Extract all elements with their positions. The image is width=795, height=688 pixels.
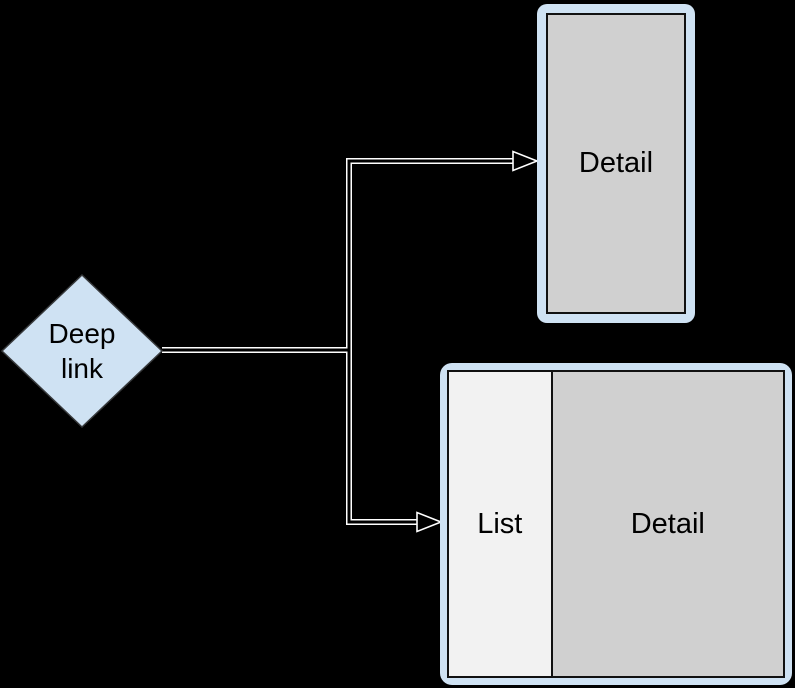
tablet-screen: List Detail <box>447 370 785 678</box>
node-phone-detail-screen: Detail <box>537 4 695 323</box>
node-deep-link: Deep link <box>0 273 164 429</box>
deep-link-label: Deep link <box>0 273 164 429</box>
node-tablet-list-detail-screen: List Detail <box>440 363 792 685</box>
phone-detail-label: Detail <box>578 147 654 179</box>
tablet-detail-pane: Detail <box>552 372 783 676</box>
deep-link-label-text: Deep link <box>48 318 116 384</box>
tablet-list-label: List <box>477 507 523 540</box>
diamond-shape-icon <box>0 273 164 429</box>
arrow-to-detail-core <box>162 159 514 352</box>
arrow-to-list-detail-core <box>162 348 418 524</box>
phone-detail-pane: Detail <box>546 13 686 314</box>
arrowhead-to-detail-icon <box>512 150 540 172</box>
arrowhead-to-list-detail-icon <box>416 511 444 533</box>
tablet-list-pane: List <box>449 372 553 676</box>
tablet-detail-label: Detail <box>630 507 705 540</box>
arrow-to-list-detail-casing <box>162 347 418 525</box>
arrow-to-detail-casing <box>162 158 514 353</box>
